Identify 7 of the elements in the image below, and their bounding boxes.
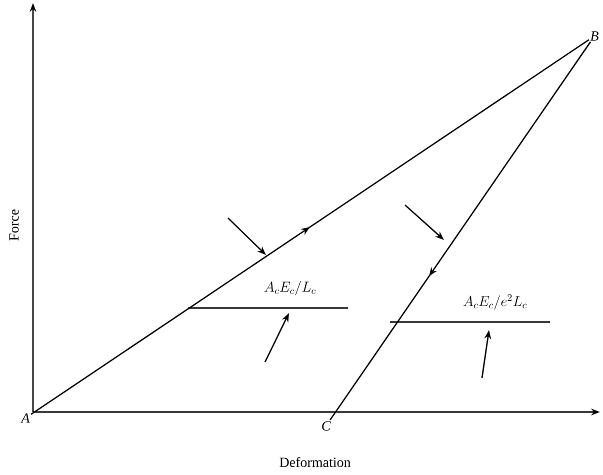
slope-label: $A_cE_c/e^2L_c$ xyxy=(463,294,527,310)
point-label: A xyxy=(20,413,30,423)
axis-label: Force xyxy=(9,210,19,241)
slope-label: $A_cE_c/L_c$ xyxy=(264,280,316,296)
point-label: C xyxy=(322,421,331,431)
point-label: B xyxy=(590,31,598,41)
axis-label: Deformation xyxy=(280,457,351,467)
